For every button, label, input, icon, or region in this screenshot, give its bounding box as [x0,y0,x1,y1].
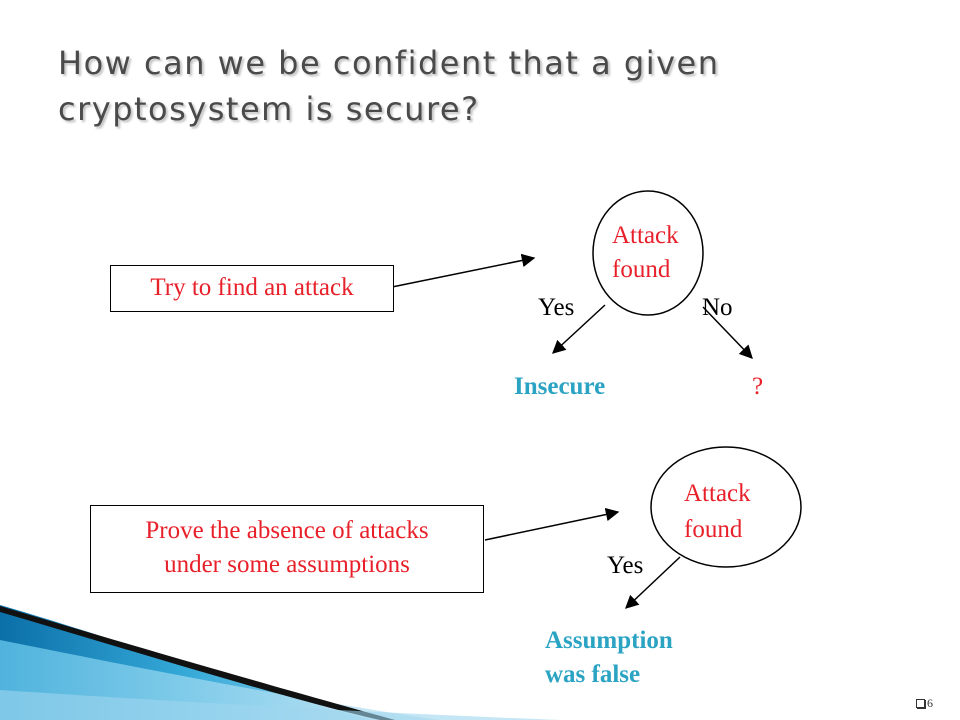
attack-found-node-bottom [650,446,802,568]
yes-label-bottom: Yes [607,552,644,579]
prove-absence-line1: Prove the absence of attacks [145,517,429,544]
page-number: 6 [916,696,933,711]
insecure-label: Insecure [514,373,606,400]
attack-found-line2-top: found [612,256,671,283]
try-find-attack-box: Try to find an attack [110,265,394,312]
attack-found-label-top: Attack found [612,219,679,287]
yes-label-top: Yes [538,294,575,321]
page-number-value: 6 [927,696,933,710]
corner-swoosh-decoration [0,605,560,720]
arrow-box-to-node-top [391,253,536,288]
assumption-false-line2: was false [545,661,641,688]
try-find-attack-label: Try to find an attack [150,274,354,301]
arrow-yes-bottom [625,556,681,609]
attack-found-line2-bottom: found [684,516,743,543]
attack-found-line1-top: Attack [612,222,679,249]
prove-absence-box: Prove the absence of attacks under some … [90,505,484,593]
attack-found-node-top [592,190,704,316]
slide-title: How can we be confident that a given cry… [58,44,720,128]
prove-absence-line2: under some assumptions [164,551,410,578]
attack-found-label-bottom: Attack found [684,476,751,548]
arrow-yes-top [552,304,606,354]
arrow-no-top [702,306,753,359]
no-label-top: No [702,294,733,321]
assumption-false-label: Assumption was false [545,624,673,692]
assumption-false-line1: Assumption [545,627,673,654]
question-mark-label: ? [752,373,764,400]
bullet-square-icon [916,699,925,708]
attack-found-line1-bottom: Attack [684,480,751,507]
arrow-box-to-node-bottom [484,507,620,541]
